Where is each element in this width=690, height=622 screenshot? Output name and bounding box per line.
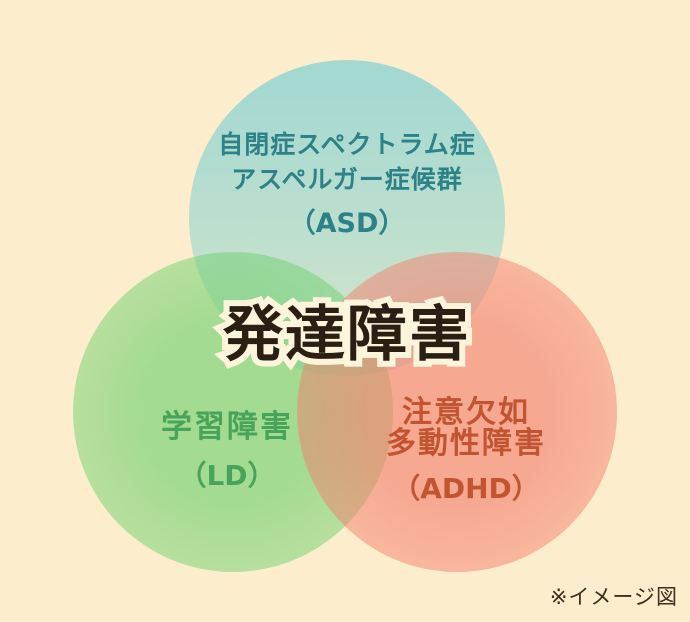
asd-label: 自閉症スペクトラム症 アスペルガー症候群 （ASD） <box>167 127 527 241</box>
asd-label-line1: 自閉症スペクトラム症 <box>218 130 476 159</box>
adhd-label-line2: 多動性障害 <box>386 426 546 461</box>
adhd-label-line1: 注意欠如 <box>402 395 530 430</box>
ld-label: 学習障害 （LD） <box>77 408 377 494</box>
ld-label-line1: 学習障害 <box>161 409 293 445</box>
adhd-label: 注意欠如 多動性障害 （ADHD） <box>306 397 626 507</box>
ld-abbreviation: （LD） <box>178 459 276 492</box>
image-note-caption: ※イメージ図 <box>549 585 678 609</box>
asd-abbreviation: （ASD） <box>288 208 406 239</box>
adhd-abbreviation: （ADHD） <box>392 472 540 505</box>
diagram-title: 発達障害 <box>217 294 475 376</box>
adhd-circle <box>297 252 617 572</box>
asd-label-line2: アスペルガー症候群 <box>231 165 463 194</box>
